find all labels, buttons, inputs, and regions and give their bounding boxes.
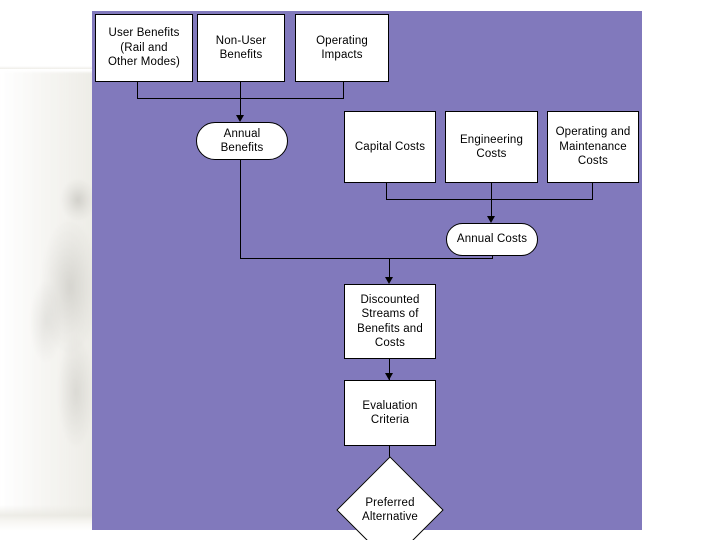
- arrowhead-evaluation-criteria: [385, 373, 393, 380]
- background-photo-watermark: [0, 72, 96, 522]
- node-discounted-streams[interactable]: Discounted Streams of Benefits and Costs: [344, 284, 436, 359]
- arrowhead-annual-costs: [487, 216, 495, 223]
- connector-operating-impacts-drop: [343, 82, 344, 99]
- arrowhead-discounted-streams: [385, 277, 393, 284]
- connector-merge-bus: [240, 258, 493, 259]
- node-operating-impacts[interactable]: Operating Impacts: [295, 14, 389, 82]
- connector-discounted-to-evaluation: [389, 359, 390, 381]
- node-om-costs[interactable]: Operating and Maintenance Costs: [547, 111, 639, 183]
- node-user-benefits[interactable]: User Benefits (Rail and Other Modes): [95, 14, 193, 82]
- connector-user-benefits-drop: [137, 82, 138, 99]
- arrowhead-annual-benefits: [236, 115, 244, 122]
- node-preferred-alternative[interactable]: Preferred Alternative: [362, 496, 418, 524]
- node-annual-costs[interactable]: Annual Costs: [446, 223, 538, 256]
- node-engineering-costs[interactable]: Engineering Costs: [445, 111, 538, 183]
- node-non-user-benefits[interactable]: Non-User Benefits: [197, 14, 285, 82]
- node-annual-benefits[interactable]: Annual Benefits: [196, 122, 288, 160]
- connector-costs-bus: [386, 199, 593, 200]
- connector-annual-costs-drop: [492, 256, 493, 259]
- connector-annual-benefits-drop: [240, 160, 241, 259]
- connector-om-costs-drop: [592, 183, 593, 200]
- node-capital-costs[interactable]: Capital Costs: [344, 111, 436, 183]
- node-evaluation-criteria[interactable]: Evaluation Criteria: [344, 380, 436, 446]
- diagram-panel: User Benefits (Rail and Other Modes) Non…: [92, 11, 642, 540]
- connector-capital-costs-drop: [386, 183, 387, 200]
- connector-costs-bus-to-annual: [491, 183, 492, 217]
- background-photo-floor: [0, 505, 92, 531]
- connector-benefits-bus-to-annual: [240, 82, 241, 117]
- background-photo-edge: [0, 66, 92, 69]
- connector-merge-to-discounted: [389, 258, 390, 280]
